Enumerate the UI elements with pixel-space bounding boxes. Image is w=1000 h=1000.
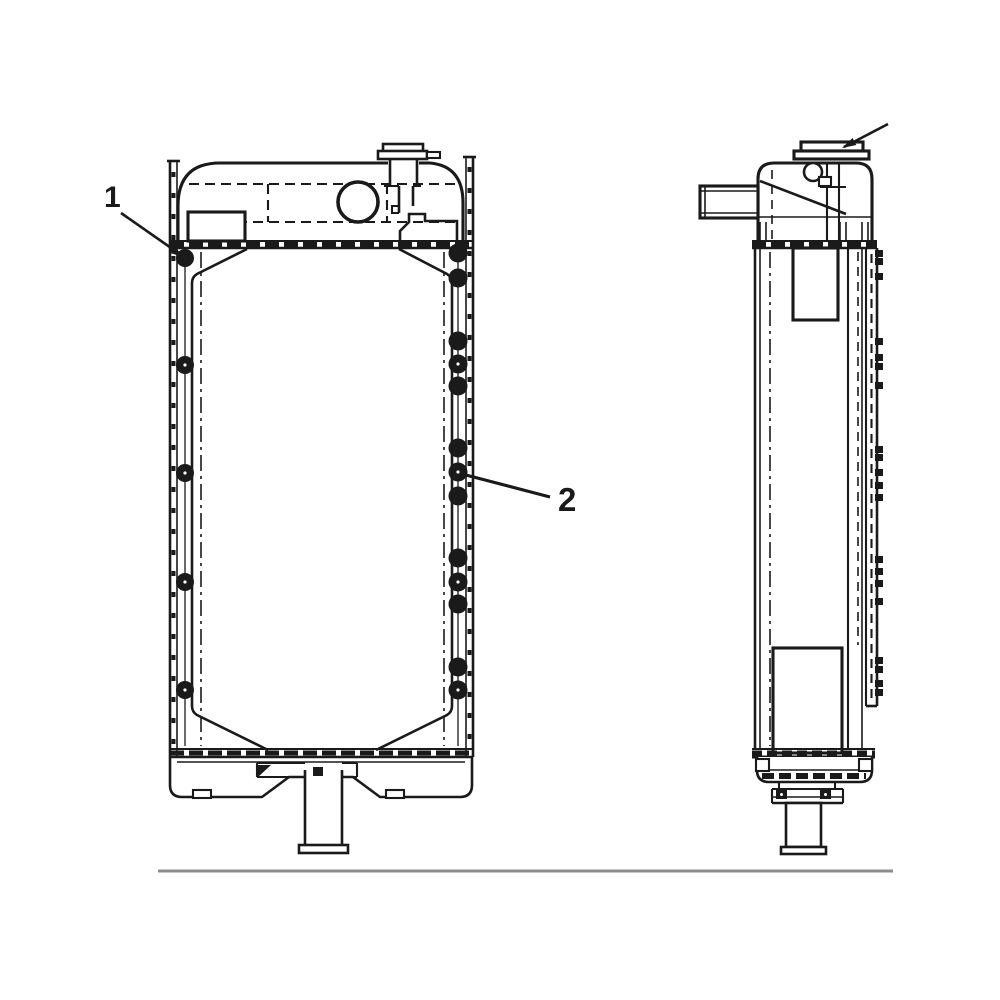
callout-2: 2 — [461, 472, 576, 518]
filler-neck-opening — [336, 180, 380, 224]
bolt — [448, 548, 468, 568]
tank-internal-diagonal — [759, 179, 847, 216]
mounting-foot — [191, 788, 213, 800]
bottom-bracket-plate — [770, 787, 845, 805]
cap-callout — [842, 122, 889, 149]
bolt-tabs — [875, 250, 883, 696]
front-outlet-pipe — [297, 770, 350, 855]
bolt — [448, 657, 468, 677]
front-top-tank — [170, 161, 472, 250]
callout-2-leader — [461, 472, 551, 499]
mounting-foot — [384, 788, 406, 800]
upper-baffle-plate — [791, 246, 840, 322]
cap-ear — [425, 150, 442, 160]
pipe-flange — [297, 843, 350, 855]
callout-1-arrowhead — [169, 245, 183, 257]
callout-1-label: 1 — [104, 181, 121, 214]
bolt — [448, 268, 468, 288]
side-bottom-tank — [752, 747, 875, 805]
side-outlet-pipe — [779, 801, 828, 856]
callout-1: 1 — [104, 181, 183, 257]
filler-bracket — [398, 212, 459, 246]
tank-flange — [754, 757, 771, 773]
cap-leader-arrowhead — [842, 138, 857, 148]
front-core — [184, 247, 459, 752]
filler-neck-side — [802, 161, 824, 183]
front-top-joint — [170, 239, 472, 250]
bolt — [448, 486, 468, 506]
radiator-cap-side — [792, 140, 871, 161]
front-filler-neck — [384, 159, 421, 215]
bolt — [448, 594, 468, 614]
bolt — [448, 243, 468, 263]
side-inlet-pipe — [698, 184, 760, 220]
outlet-bracket — [255, 761, 359, 779]
side-view — [698, 122, 889, 856]
front-right-bolts — [448, 243, 468, 700]
front-bottom-tank — [168, 747, 474, 800]
pipe-flange — [779, 845, 828, 856]
radiator-cap-front — [376, 142, 442, 161]
core-opening-right — [375, 247, 454, 752]
callout-2-label: 2 — [558, 481, 576, 518]
side-mounting-channel — [864, 248, 883, 708]
front-left-bolts — [176, 249, 194, 699]
bolt — [448, 438, 468, 458]
core-opening-left — [190, 247, 269, 752]
tank-flange — [857, 757, 874, 773]
tank-side-plate — [186, 210, 247, 243]
lower-baffle-plate — [771, 646, 844, 755]
front-view: 1 2 — [104, 142, 576, 855]
callout-1-leader — [120, 211, 175, 252]
side-top-tank — [756, 161, 874, 247]
bolt — [176, 249, 194, 267]
side-core — [753, 246, 863, 755]
bolt — [448, 331, 468, 351]
bolt — [448, 376, 468, 396]
